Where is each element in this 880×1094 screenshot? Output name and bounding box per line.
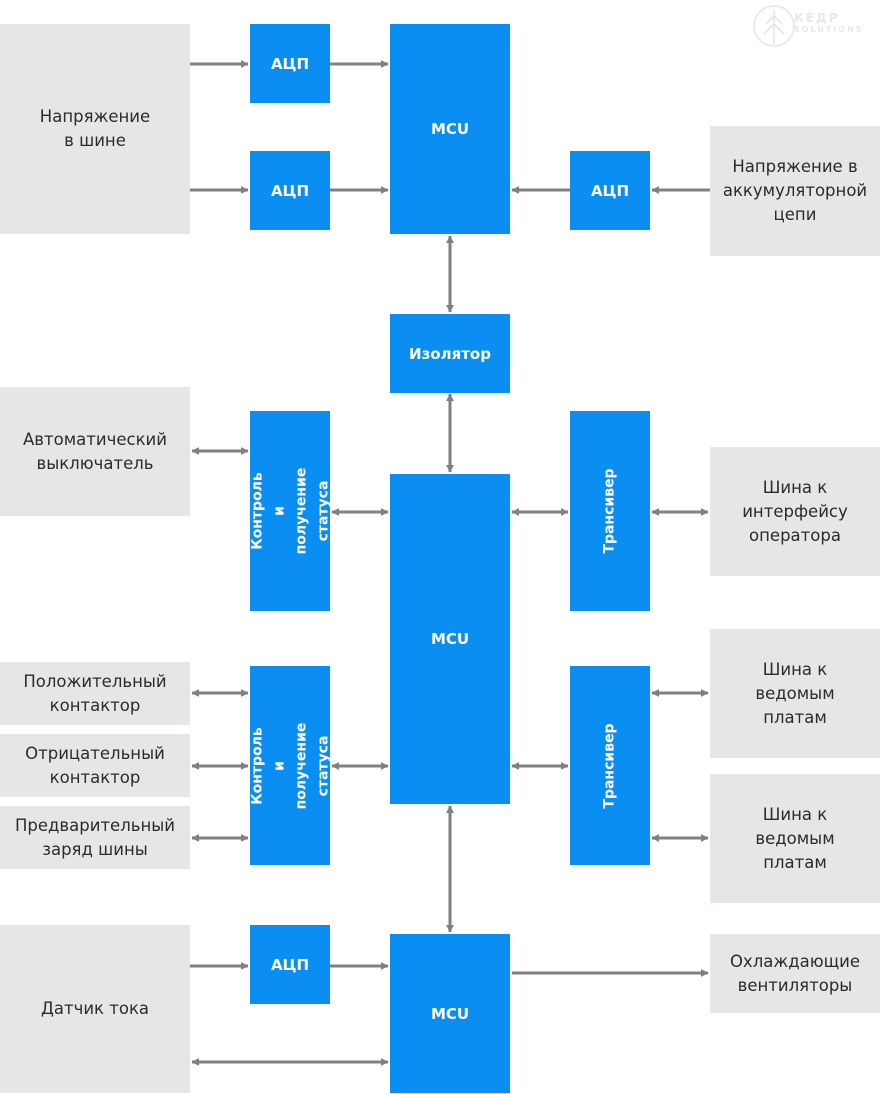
current-sensor-box: Датчик тока (0, 925, 190, 1093)
precharge-label: Предварительный заряд шины (14, 815, 176, 859)
transceiver-block-1: Трансивер (570, 411, 650, 611)
current-sensor-label: Датчик тока (40, 999, 150, 1018)
adc-block-3: АЦП (570, 151, 650, 230)
adc-block-4: АЦП (250, 925, 330, 1004)
precharge-box: Предварительный заряд шины (0, 806, 190, 869)
fans-label: Охлаждающие вентиляторы (729, 951, 861, 995)
control-label-2: Контроль и получение статуса (249, 722, 332, 809)
pos-contactor-label: Положительный контактор (23, 671, 167, 715)
mcu-mid-block: MCU (390, 474, 510, 804)
transceiver-label-1: Трансивер (602, 468, 618, 554)
mcu-top-label: MCU (430, 120, 470, 138)
mcu-top-block: MCU (390, 24, 510, 234)
adc-label-1: АЦП (270, 54, 310, 73)
operator-bus-label: Шина к интерфейсу оператора (742, 477, 848, 545)
adc-label-4: АЦП (270, 955, 310, 974)
slave-bus-label-2: Шина к ведомым платам (755, 804, 835, 872)
slave-bus-box-1: Шина к ведомым платам (710, 629, 880, 758)
bus-voltage-label: Напряжение в шине (39, 107, 151, 150)
logo-name: КЕДР (794, 11, 840, 25)
transceiver-label-2: Трансивер (602, 722, 618, 809)
operator-bus-box: Шина к интерфейсу оператора (710, 447, 880, 576)
neg-contactor-label: Отрицательный контактор (25, 743, 165, 787)
breaker-label: Автоматический выключатель (23, 429, 167, 473)
control-block-2: Контроль и получение статуса (249, 666, 331, 865)
mcu-mid-label: MCU (430, 630, 470, 648)
neg-contactor-box: Отрицательный контактор (0, 734, 190, 797)
control-block-1: Контроль и получение статуса (249, 411, 331, 611)
slave-bus-label-1: Шина к ведомым платам (755, 659, 835, 727)
adc-block-1: АЦП (250, 24, 330, 103)
fans-box: Охлаждающие вентиляторы (710, 934, 880, 1013)
isolator-label: Изолятор (409, 344, 491, 363)
mcu-bottom-block: MCU (390, 934, 510, 1093)
adc-block-2: АЦП (250, 151, 330, 230)
transceiver-block-2: Трансивер (570, 666, 650, 865)
adc-label-3: АЦП (590, 181, 630, 200)
control-label-1: Контроль и получение статуса (249, 467, 332, 555)
battery-voltage-box: Напряжение в аккумуляторной цепи (710, 126, 880, 256)
battery-voltage-label: Напряжение в аккумуляторной цепи (722, 157, 868, 224)
bus-voltage-box: Напряжение в шине (0, 24, 190, 234)
breaker-box: Автоматический выключатель (0, 387, 190, 516)
slave-bus-box-2: Шина к ведомым платам (710, 774, 880, 903)
logo-wordmark: КЕДР SOLUTIONS (794, 11, 864, 35)
pos-contactor-box: Положительный контактор (0, 662, 190, 725)
isolator-block: Изолятор (390, 314, 510, 393)
logo-sub: SOLUTIONS (794, 25, 864, 34)
adc-label-2: АЦП (270, 181, 310, 200)
kedr-logo-icon (753, 5, 795, 47)
mcu-bottom-label: MCU (430, 1004, 470, 1023)
